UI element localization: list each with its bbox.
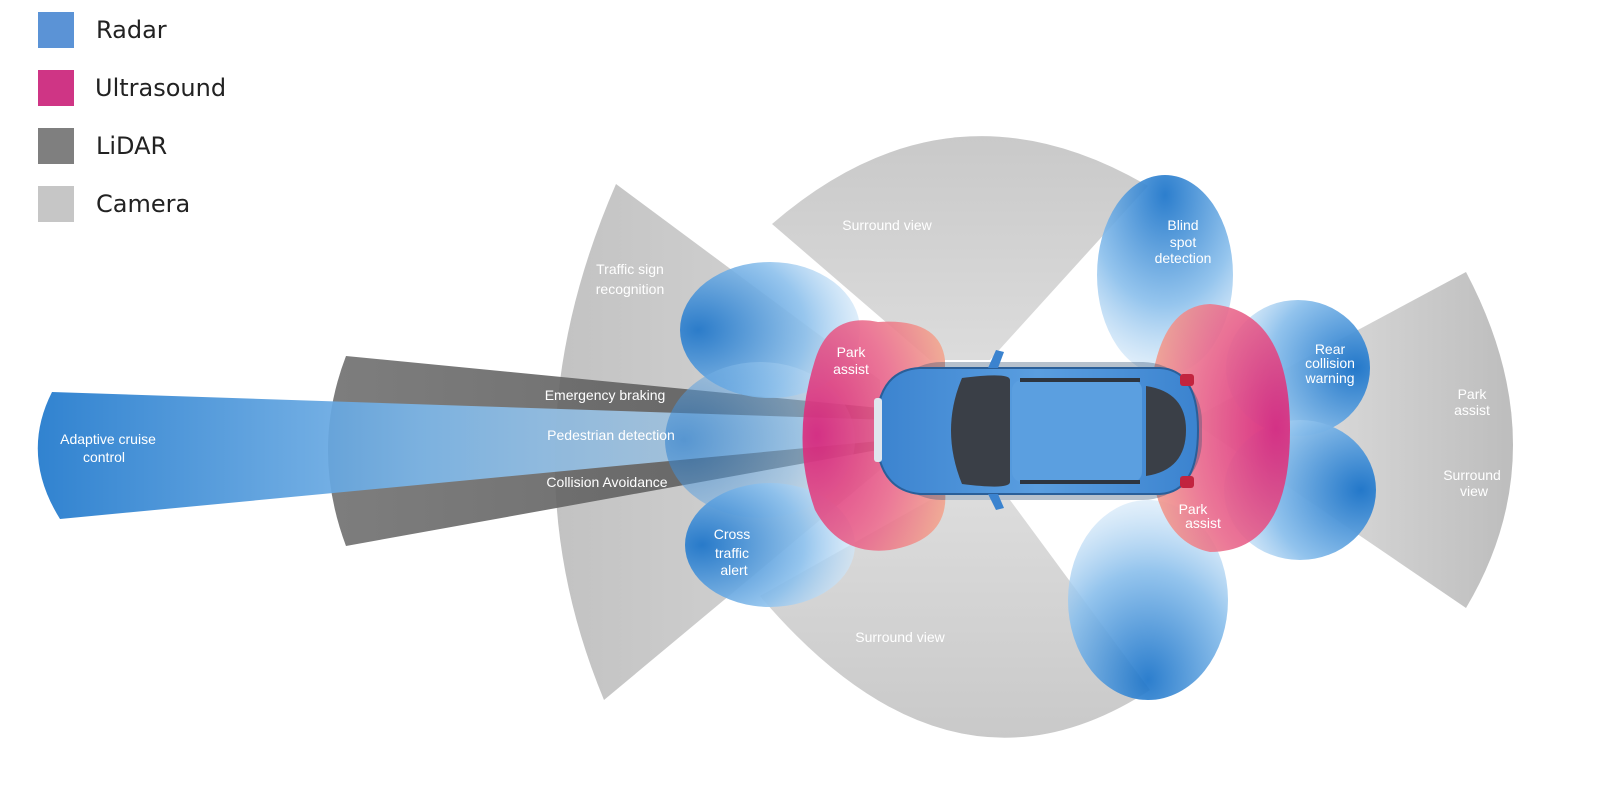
label-blind-spot-line2: spot — [1170, 234, 1197, 250]
label-traffic-sign-line2: recognition — [596, 281, 665, 297]
camera-surround-view-bottom — [760, 500, 1150, 738]
legend-label-radar: Radar — [96, 16, 167, 44]
car — [874, 350, 1202, 510]
legend-label-camera: Camera — [96, 190, 191, 218]
label-collision-avoidance: Collision Avoidance — [546, 474, 667, 490]
label-cross-traffic-line2: traffic — [715, 545, 749, 561]
car-rear-window — [1146, 386, 1186, 476]
car-windshield — [951, 375, 1010, 487]
label-surround-view-top: Surround view — [842, 217, 932, 233]
label-blind-spot-line1: Blind — [1167, 217, 1198, 233]
legend-item-radar: Radar — [38, 12, 298, 48]
car-tail-light-top — [1180, 374, 1194, 386]
ultrasound-rear — [1148, 304, 1290, 552]
lidar-swatch — [38, 128, 74, 164]
car-front-bumper — [874, 398, 882, 462]
legend-item-lidar: LiDAR — [38, 128, 298, 164]
label-park-assist-side-line1: Park — [1458, 386, 1488, 402]
label-emergency-braking: Emergency braking — [545, 387, 666, 403]
label-cross-traffic-line3: alert — [720, 562, 747, 578]
label-blind-spot-line3: detection — [1155, 250, 1212, 266]
label-park-assist-front-line2: assist — [833, 361, 869, 377]
camera-swatch — [38, 186, 74, 222]
label-traffic-sign-line1: Traffic sign — [596, 261, 664, 277]
label-adaptive-cruise-line1: Adaptive cruise — [60, 431, 156, 447]
radar-swatch — [38, 12, 74, 48]
label-cross-traffic-line1: Cross — [714, 526, 751, 542]
label-rear-collision-line3: warning — [1304, 370, 1354, 386]
legend-item-camera: Camera — [38, 186, 298, 222]
legend-label-ultrasound: Ultrasound — [95, 74, 227, 102]
radar-lobe-cross-traffic — [685, 483, 855, 607]
label-park-assist-front-line1: Park — [837, 344, 867, 360]
label-surround-view-bottom: Surround view — [855, 629, 945, 645]
label-park-assist-side-line2: assist — [1454, 402, 1490, 418]
radar-lobe-bottom-side — [1068, 500, 1228, 700]
ultrasound-swatch — [38, 70, 74, 106]
legend-label-lidar: LiDAR — [96, 132, 168, 160]
car-tail-light-bottom — [1180, 476, 1194, 488]
label-surround-view-side-line2: view — [1460, 483, 1489, 499]
legend: Radar Ultrasound LiDAR Camera — [38, 12, 298, 242]
label-pedestrian-detection: Pedestrian detection — [547, 427, 675, 443]
label-rear-collision-line2: collision — [1305, 355, 1355, 371]
car-mirror-top — [988, 350, 1004, 368]
label-park-assist-rear-line2: assist — [1185, 515, 1221, 531]
car-mirror-bottom — [988, 494, 1004, 510]
label-surround-view-side-line1: Surround — [1443, 467, 1501, 483]
camera-surround-view-top — [772, 136, 1148, 360]
label-park-assist-rear-line1: Park — [1179, 501, 1209, 517]
label-adaptive-cruise-line2: control — [83, 449, 125, 465]
legend-item-ultrasound: Ultrasound — [38, 70, 298, 106]
car-roof — [1012, 380, 1142, 482]
label-rear-collision-line1: Rear — [1315, 341, 1346, 357]
